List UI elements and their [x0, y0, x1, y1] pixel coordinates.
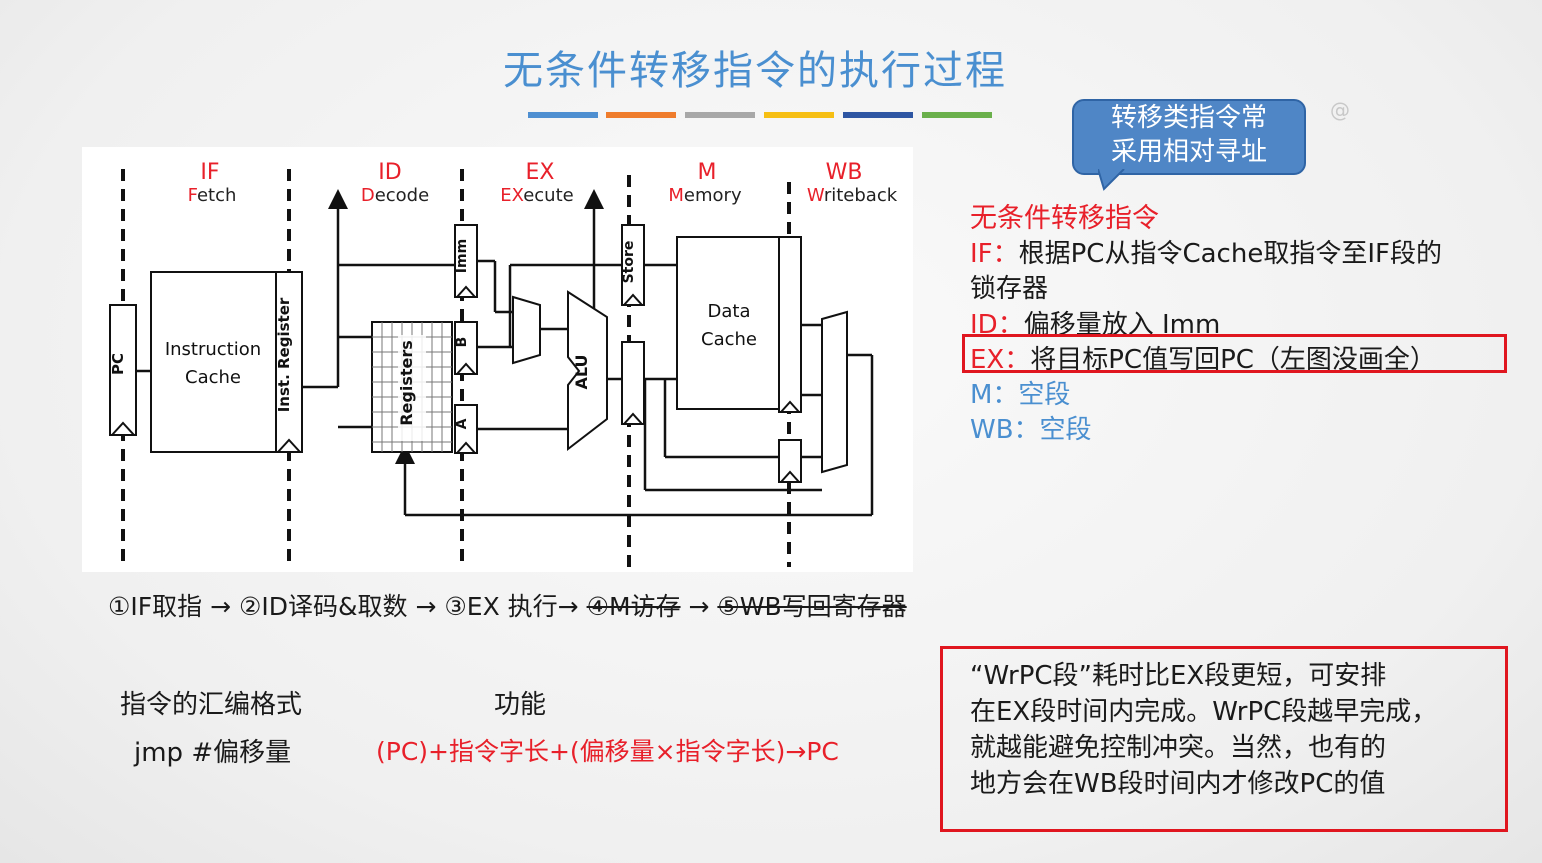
pipeline-diagram: IF Fetch ID Decode EX EXecute M Memory W… [82, 147, 913, 572]
data-cache [676, 236, 782, 410]
dcache-label: Data [708, 301, 751, 322]
icache-label: Instruction [165, 339, 261, 360]
explanation-title: 无条件转移指令 [970, 203, 1159, 234]
pc-label: PC [109, 353, 127, 375]
color-bar [843, 112, 913, 118]
note-box [940, 646, 1508, 832]
stage-name: Fetch [188, 185, 237, 206]
stage-name: EXecute [500, 185, 573, 206]
registers-label: Registers [397, 340, 416, 426]
stage-abbr: IF [200, 160, 219, 185]
stage-abbr: WB [826, 160, 863, 185]
format-header-function: 功能 [494, 690, 547, 720]
pipeline-steps: ①IF取指 → ②ID译码&取数 → ③EX 执行→ ④M访存 → ⑤WB写回寄… [108, 587, 907, 623]
format-header-asm: 指令的汇编格式 [120, 690, 303, 720]
color-bar [764, 112, 834, 118]
instruction-cache [150, 271, 277, 453]
format-instruction: jmp #偏移量 [134, 738, 292, 768]
if-description-cont: 锁存器 [970, 274, 1049, 304]
wb-mux [821, 310, 848, 474]
color-bar [685, 112, 755, 118]
page-title: 无条件转移指令的执行过程 [503, 48, 1007, 94]
steps-part: ①IF取指 → ②ID译码&取数 → ③EX 执行→ [108, 592, 587, 621]
pipeline-svg: IF Fetch ID Decode EX EXecute M Memory W… [109, 160, 898, 567]
alu [567, 290, 608, 452]
note-text: “WrPC段”耗时比EX段更短，可安排 在EX段时间内完成。WrPC段越早完成，… [970, 658, 1490, 802]
mem-wb-latch-2 [778, 439, 802, 483]
note-line: “WrPC段”耗时比EX段更短，可安排 [970, 661, 1387, 691]
format-function: (PC)+指令字长+(偏移量×指令字长)→PC [376, 737, 839, 766]
wb-description: WB：空段 [970, 415, 1092, 445]
steps-part: → [680, 592, 718, 621]
color-bar [528, 112, 598, 118]
imm-label: Imm [454, 239, 470, 273]
icache-label: Cache [185, 367, 241, 388]
color-bar [606, 112, 676, 118]
callout-bubble: 转移类指令常 采用相对寻址 [1072, 99, 1306, 175]
stage-name: Decode [361, 185, 429, 206]
callout-line: 采用相对寻址 [1110, 137, 1267, 167]
callout-tail-icon [1098, 169, 1125, 191]
steps-memory-struck: ④M访存 [586, 592, 681, 621]
a-label: A [454, 418, 470, 429]
inst-register-latch [275, 271, 303, 453]
stage-abbr: EX [526, 160, 555, 185]
ex-mem-latch [621, 341, 645, 425]
b-label: B [454, 337, 470, 348]
note-line: 地方会在WB段时间内才修改PC的值 [970, 769, 1386, 799]
stage-name: Writeback [807, 185, 898, 206]
steps-writeback-struck: ⑤WB写回寄存器 [717, 592, 907, 621]
if-description: IF：根据PC从指令Cache取指令至IF段的 [970, 239, 1442, 269]
mux [512, 295, 541, 365]
dcache-label: Cache [701, 329, 757, 350]
stage-abbr: ID [378, 160, 401, 185]
note-line: 在EX段时间内完成。WrPC段越早完成， [970, 697, 1438, 727]
stage-abbr: M [698, 160, 717, 185]
inst-register-label: Inst. Register [275, 297, 293, 412]
m-description: M：空段 [970, 380, 1071, 410]
ex-highlight-box [962, 334, 1507, 373]
store-latch [621, 224, 645, 306]
alu-label: ALU [572, 355, 591, 390]
color-bar [922, 112, 992, 118]
callout-line: 转移类指令常 [1110, 103, 1267, 133]
store-label: Store [621, 241, 637, 284]
stage-name: Memory [668, 185, 742, 206]
mem-wb-latch [778, 236, 802, 413]
wires [136, 189, 874, 517]
at-sign-icon: @ [1330, 98, 1350, 122]
note-line: 就越能避免控制冲突。当然，也有的 [970, 733, 1387, 763]
